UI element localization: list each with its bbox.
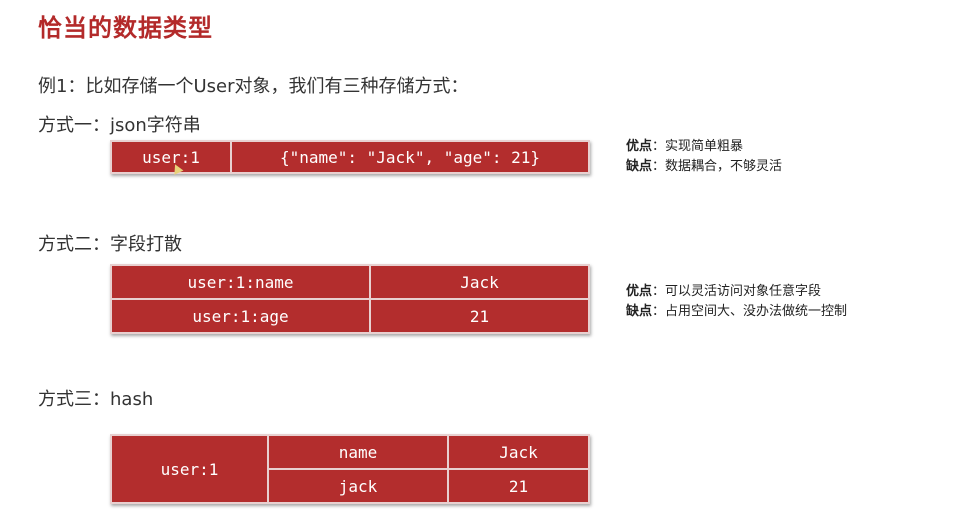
method2-key-cell: user:1:name (110, 264, 371, 300)
table-row: user:1:age 21 (110, 298, 590, 334)
method1-pros: 优点：实现简单粗暴 (626, 137, 782, 157)
pros-label: 优点 (626, 284, 653, 299)
method2-heading: 方式二：字段打散 (38, 234, 182, 255)
method3-field-cell: jack (267, 468, 449, 504)
method2-pros: 优点：可以灵活访问对象任意字段 (626, 282, 847, 302)
cons-label: 缺点 (626, 304, 653, 319)
method2-fields-table: user:1:name Jack user:1:age 21 (110, 264, 590, 334)
cons-label: 缺点 (626, 159, 653, 174)
method1-json-table: user:1 {"name": "Jack", "age": 21} (110, 140, 590, 174)
method1-cons: 缺点：数据耦合，不够灵活 (626, 157, 782, 177)
table-row: jack 21 (111, 468, 590, 504)
pros-label: 优点 (626, 139, 653, 154)
table-row: user:1:name Jack (110, 264, 590, 300)
method3-key-cell: user:1 (110, 434, 269, 504)
method2-value-cell: 21 (369, 298, 590, 334)
method1-value-cell: {"name": "Jack", "age": 21} (230, 140, 590, 174)
cons-text: ：占用空间大、没办法做统一控制 (652, 304, 848, 319)
method3-heading: 方式三：hash (38, 389, 154, 410)
example-text: 例1：比如存储一个User对象，我们有三种存储方式： (38, 76, 469, 97)
method1-key-cell: user:1 (110, 140, 232, 174)
table-row: user:1 name Jack (110, 434, 590, 504)
method1-heading: 方式一：json字符串 (38, 115, 201, 136)
method2-value-cell: Jack (369, 264, 590, 300)
method3-value-cell: 21 (447, 468, 590, 504)
method1-notes: 优点：实现简单粗暴 缺点：数据耦合，不够灵活 (626, 137, 782, 177)
method2-cons: 缺点：占用空间大、没办法做统一控制 (626, 302, 847, 322)
page-title: 恰当的数据类型 (38, 14, 213, 42)
pros-text: ：实现简单粗暴 (652, 139, 744, 154)
pros-text: ：可以灵活访问对象任意字段 (652, 284, 822, 299)
method2-notes: 优点：可以灵活访问对象任意字段 缺点：占用空间大、没办法做统一控制 (626, 282, 847, 322)
cons-text: ：数据耦合，不够灵活 (652, 159, 783, 174)
method3-field-cell: name (267, 434, 449, 470)
method3-value-cell: Jack (447, 434, 590, 470)
method3-hash-table: user:1 name Jack jack 21 (110, 434, 590, 504)
method2-key-cell: user:1:age (110, 298, 371, 334)
